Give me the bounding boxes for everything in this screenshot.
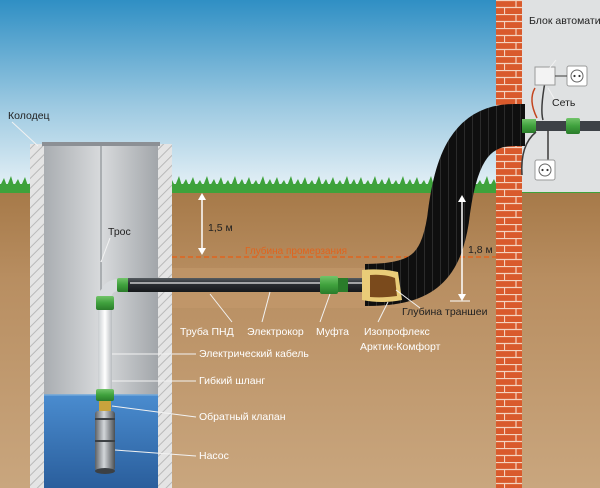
label-rope: Трос (108, 226, 131, 238)
label-automation-block: Блок автоматики (529, 15, 600, 27)
flexible-hose (98, 300, 112, 400)
hdpe-pipe (128, 278, 368, 292)
check-valve (96, 389, 114, 401)
label-pump: Насос (199, 450, 229, 462)
label-depth-1-5m: 1,5 м (208, 222, 233, 234)
power-socket-icon (566, 65, 588, 87)
dimension-1-8m (450, 195, 470, 302)
label-well: Колодец (8, 110, 50, 122)
well-lid (42, 142, 160, 146)
label-hdpe-pipe: Труба ПНД (180, 326, 234, 338)
leader-lines (11, 59, 557, 457)
label-trench-depth: Глубина траншеи (402, 306, 488, 318)
label-check-valve: Обратный клапан (199, 411, 286, 423)
label-network: Сеть (552, 97, 576, 109)
valve-brass (99, 401, 111, 411)
label-freezing-depth: Глубина промерзания (245, 246, 348, 257)
dimension-1-5m (198, 193, 206, 255)
junction-box-icon (534, 66, 556, 86)
label-electric-cable: Электрический кабель (199, 348, 309, 360)
coupling (320, 276, 338, 294)
label-heating-cable: Электрокор (247, 326, 304, 338)
well-wall-left (30, 144, 44, 488)
brick-wall (496, 0, 522, 488)
label-isoprofleks-line1: Изопрофлекс (364, 326, 430, 338)
label-depth-1-8m: 1,8 м (468, 244, 493, 256)
fitting-elbow (96, 296, 114, 310)
label-flexible-hose: Гибкий шланг (199, 375, 266, 387)
fitting-wall-entry (117, 278, 129, 292)
house-fitting (522, 119, 536, 133)
power-socket-icon (534, 159, 556, 181)
isoprofleks-pipe (364, 104, 525, 306)
label-coupling: Муфта (316, 326, 349, 338)
label-isoprofleks-line2: Арктик-Комфорт (360, 341, 441, 353)
house-interior (522, 0, 600, 192)
well-wall-right (158, 144, 172, 488)
